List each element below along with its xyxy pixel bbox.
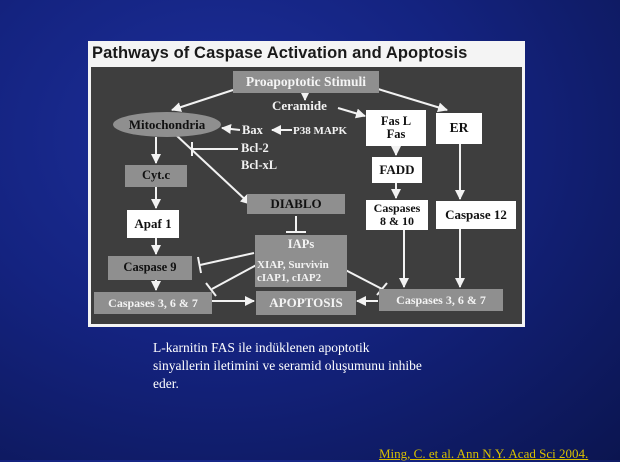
citation[interactable]: Ming, C. et al. Ann N.Y. Acad Sci 2004.: [379, 446, 589, 461]
label-fas: Fas: [386, 127, 406, 141]
label-ceramide: Ceramide: [272, 98, 327, 113]
label-fas-l: Fas L: [380, 113, 412, 128]
node-apoptosis: APOPTOSIS: [256, 291, 356, 315]
label-iap-list-1: XIAP, Survivin: [257, 259, 329, 271]
label-bax: Bax: [242, 123, 263, 137]
node-er: ER: [436, 113, 482, 144]
node-fadd: FADD: [372, 157, 422, 183]
node-caspases-3-6-7-right: Caspases 3, 6 & 7: [379, 289, 503, 311]
label-bcl-xl: Bcl-xL: [241, 158, 278, 172]
node-iaps: IAPs: [255, 235, 347, 287]
node-mitochondria: Mitochondria: [113, 112, 221, 137]
label-p38-mapk: P38 MAPK: [293, 125, 348, 137]
label-iaps: IAPs: [287, 237, 315, 251]
node-caspase-12: Caspase 12: [436, 201, 516, 229]
node-caspases-8-10: Caspases 8 & 10: [366, 200, 428, 230]
label-caspases-8-10-line1: Caspases: [373, 201, 421, 216]
label-iap-list-2: cIAP1, cIAP2: [257, 272, 322, 284]
node-caspase-9: Caspase 9: [108, 256, 192, 280]
node-fas: Fas L Fas: [366, 110, 426, 146]
caption-line-3: eder.: [153, 376, 179, 391]
node-cyt-c: Cyt.c: [125, 165, 187, 187]
label-bcl-2: Bcl-2: [241, 141, 269, 155]
caption-line-1: L-karnitin FAS ile indüklenen apoptotik: [153, 340, 370, 355]
node-caspases-3-6-7-left: Caspases 3, 6 & 7: [94, 292, 212, 314]
node-apaf-1: Apaf 1: [127, 210, 179, 238]
caption-line-2: sinyallerin iletimini ve seramid oluşumu…: [153, 358, 422, 373]
figure-title: Pathways of Caspase Activation and Apopt…: [92, 44, 468, 62]
node-diablo: DIABLO: [247, 194, 345, 214]
slide-caption: L-karnitin FAS ile indüklenen apoptotik …: [153, 339, 473, 393]
label-caspases-8-10-line2: 8 & 10: [380, 214, 414, 228]
node-proapoptotic-stimuli: Proapoptotic Stimuli: [233, 71, 379, 93]
